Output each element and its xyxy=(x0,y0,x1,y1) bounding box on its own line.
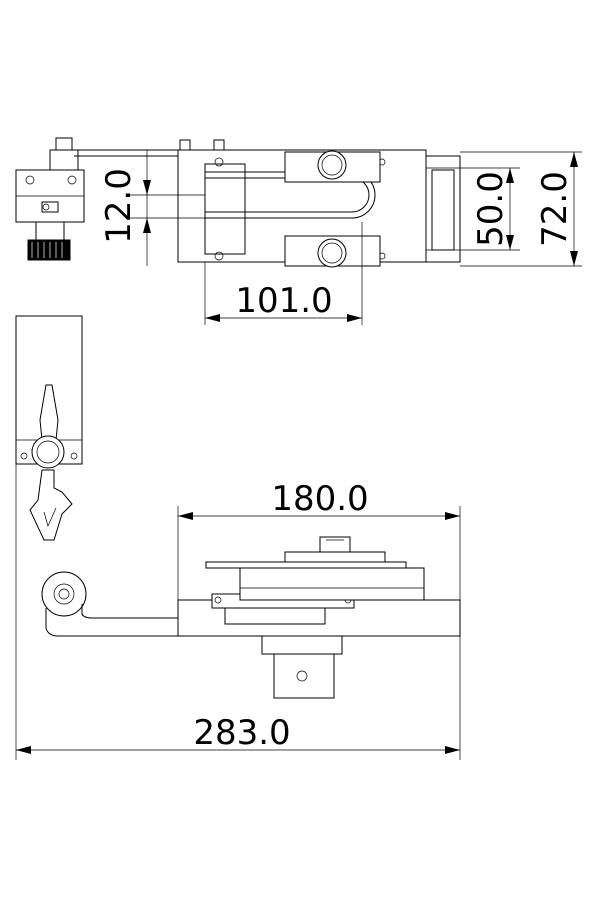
hook xyxy=(29,469,73,541)
clamp-block xyxy=(15,137,85,261)
dim-72: 72.0 xyxy=(460,151,582,267)
dim-101: 101.0 xyxy=(204,222,363,325)
dim-101-label: 101.0 xyxy=(235,281,332,321)
dim-50-label: 50.0 xyxy=(471,171,511,247)
roller xyxy=(41,571,87,617)
dim-180: 180.0 xyxy=(177,479,461,600)
dim-12: 12.0 xyxy=(99,150,205,266)
dim-50: 50.0 xyxy=(426,167,520,251)
knurled-knob xyxy=(27,239,71,261)
dim-283: 283.0 xyxy=(15,464,461,760)
dim-72-label: 72.0 xyxy=(535,171,575,247)
dim-180-label: 180.0 xyxy=(271,479,368,519)
top-view: 12.0 101.0 50.0 72.0 xyxy=(15,137,582,325)
dim-12-label: 12.0 xyxy=(99,168,139,244)
dim-283-label: 283.0 xyxy=(193,713,290,753)
top-screw xyxy=(319,536,351,553)
side-view: 180.0 283.0 xyxy=(15,315,461,760)
main-plate xyxy=(177,149,461,268)
